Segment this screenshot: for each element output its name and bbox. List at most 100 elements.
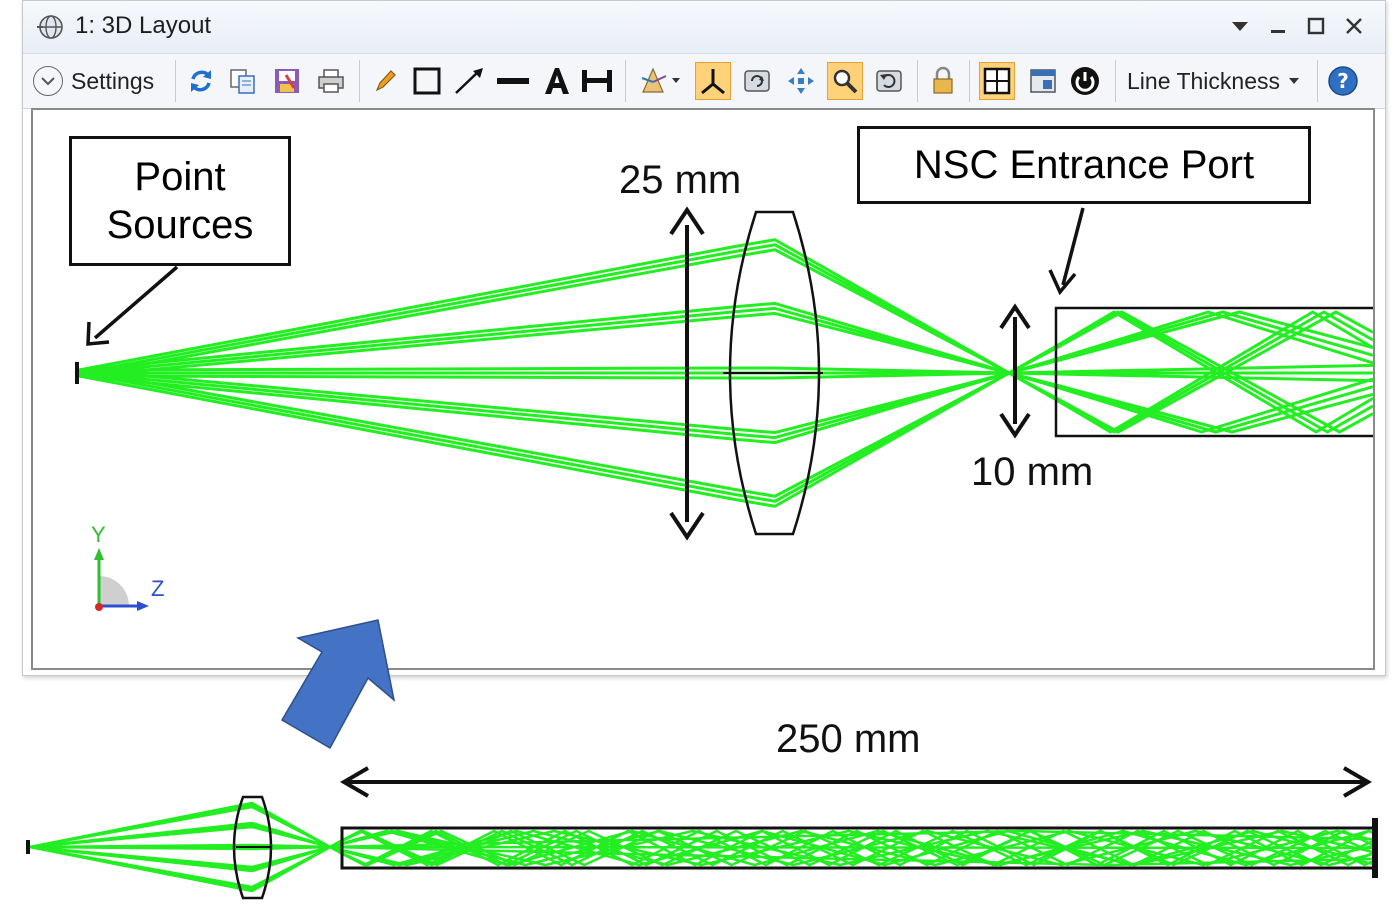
window-menu-button[interactable] — [1223, 9, 1257, 43]
full-view-pipe-end-cap — [1372, 818, 1378, 878]
optical-layout-view — [75, 206, 1373, 611]
save-icon — [275, 69, 299, 93]
rotate-view-icon — [641, 67, 680, 93]
light-ray — [78, 306, 1373, 434]
fit-button[interactable] — [979, 62, 1015, 100]
rotate-view-button[interactable] — [637, 62, 683, 100]
print-icon — [318, 69, 344, 93]
dropdown-icon — [1232, 22, 1248, 31]
power-button[interactable] — [1067, 62, 1103, 100]
fit-icon — [983, 67, 1011, 95]
point-sources-callout: Point Sources — [69, 136, 291, 266]
refresh-button[interactable] — [183, 62, 219, 100]
full-view-light-ray — [29, 825, 1373, 867]
light-ray — [78, 366, 1373, 383]
close-button[interactable] — [1337, 9, 1371, 43]
maximize-icon — [1307, 17, 1325, 35]
dimension-icon — [582, 70, 612, 92]
maximize-button[interactable] — [1299, 9, 1333, 43]
lock-button[interactable] — [925, 62, 961, 100]
entrance-port-pointer-arrow — [1048, 207, 1085, 296]
pan-button[interactable] — [783, 62, 819, 100]
full-view-light-ray — [29, 829, 1373, 893]
lens-height-label: 25 mm — [619, 158, 742, 202]
undo-zoom-button[interactable] — [871, 62, 907, 100]
point-source-marker — [75, 362, 79, 384]
toolbar-divider — [917, 60, 918, 102]
close-icon — [1346, 18, 1362, 34]
toolbar-divider — [175, 60, 176, 102]
light-ray — [78, 310, 1373, 435]
light-ray — [78, 310, 1373, 445]
arrow-icon — [455, 68, 483, 94]
lens-outline — [728, 210, 821, 536]
point-sources-pointer-arrow — [86, 265, 179, 346]
full-view-lens-outline — [232, 795, 273, 900]
dimension-tool-button[interactable] — [579, 62, 615, 100]
toolbar-divider — [1115, 60, 1116, 102]
rod-length-label: 250 mm — [776, 717, 921, 761]
layout-canvas[interactable]: Y Z Point Sources NSC Entrance Port 25 m… — [31, 108, 1375, 670]
rod-length-dimension-arrow — [340, 766, 1372, 798]
refresh-icon — [191, 70, 211, 92]
toolbar-divider — [625, 60, 626, 102]
minimize-button[interactable] — [1261, 9, 1295, 43]
full-view-ray-fans — [29, 801, 1373, 893]
rectangle-tool-button[interactable] — [409, 62, 445, 100]
line-thickness-dropdown[interactable]: Line Thickness — [1127, 66, 1300, 96]
dropdown-arrow-icon — [1289, 78, 1299, 84]
copy-button[interactable] — [225, 62, 261, 100]
toolbar-divider — [969, 60, 970, 102]
axis-view-button[interactable] — [695, 62, 731, 100]
rotate-icon — [744, 70, 770, 92]
save-image-button[interactable] — [269, 62, 305, 100]
rectangle-icon — [413, 67, 441, 95]
port-height-dimension-arrow — [999, 303, 1031, 439]
arrow-tool-button[interactable] — [451, 62, 487, 100]
toolbar-divider — [1317, 60, 1318, 102]
undo-zoom-icon — [876, 70, 902, 92]
line-thickness-label: Line Thickness — [1127, 67, 1280, 94]
zoom-button[interactable] — [827, 62, 863, 100]
help-button[interactable]: ? — [1325, 62, 1361, 100]
pan-icon — [788, 68, 814, 94]
help-icon: ? — [1328, 66, 1358, 96]
axis-icon — [701, 69, 725, 95]
text-tool-button[interactable] — [539, 62, 575, 100]
y-axis-label: Y — [91, 522, 106, 547]
light-ray — [78, 311, 1373, 434]
text-icon — [545, 68, 569, 94]
copy-icon — [230, 69, 255, 94]
light-ray — [78, 301, 1373, 434]
lock-icon — [933, 66, 953, 94]
lens-height-dimension-arrow — [669, 206, 705, 541]
title-bar: 1: 3D Layout — [23, 1, 1385, 54]
chevron-down-icon — [33, 66, 63, 96]
app-globe-icon — [37, 15, 63, 39]
light-pipe — [1054, 306, 1373, 438]
settings-button[interactable]: Settings — [33, 64, 154, 98]
full-view-source-marker — [26, 840, 30, 854]
pencil-tool-button[interactable] — [367, 62, 403, 100]
toolbar: Settings — [23, 54, 1385, 109]
settings-label: Settings — [71, 67, 155, 94]
port-height-label: 10 mm — [971, 450, 1094, 494]
print-button[interactable] — [313, 62, 349, 100]
axis-triad — [94, 548, 149, 611]
layout-window: 1: 3D Layout Settings — [22, 0, 1386, 676]
line-icon — [497, 78, 529, 84]
window-title: 1: 3D Layout — [75, 12, 212, 39]
rotate-button[interactable] — [739, 62, 775, 100]
z-axis-label: Z — [151, 576, 165, 601]
light-ray — [78, 363, 1373, 380]
minimize-icon — [1271, 30, 1285, 33]
pencil-icon — [375, 70, 396, 92]
svg-text:?: ? — [1337, 69, 1349, 93]
blue-zoom-arrow — [280, 619, 396, 750]
nsc-entrance-port-callout: NSC Entrance Port — [857, 126, 1311, 204]
window-layout-button[interactable] — [1025, 62, 1061, 100]
window-icon — [1030, 69, 1056, 93]
light-ray — [78, 310, 1373, 440]
toolbar-divider — [359, 60, 360, 102]
line-tool-button[interactable] — [495, 62, 531, 100]
